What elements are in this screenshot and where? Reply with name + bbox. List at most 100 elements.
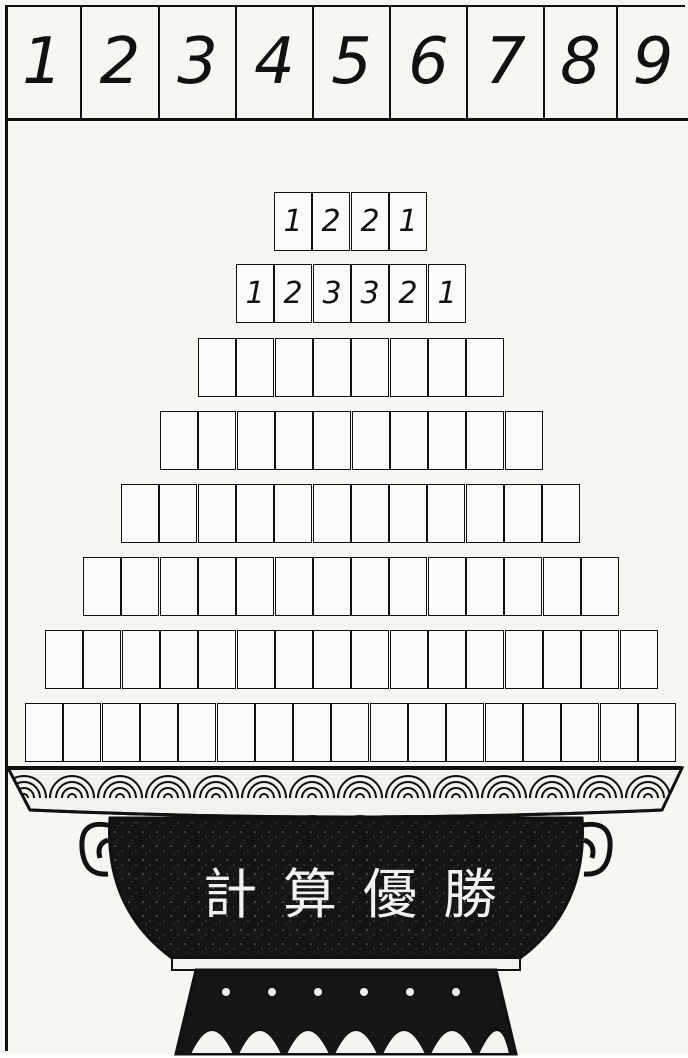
pyramid-cell[interactable] <box>581 630 619 689</box>
pyramid-cell[interactable] <box>274 484 312 543</box>
pyramid-cell[interactable] <box>638 703 676 762</box>
pyramid-cell[interactable]: 1 <box>389 192 427 251</box>
pyramid-cell[interactable] <box>236 338 274 397</box>
pyramid-cell[interactable] <box>293 703 331 762</box>
pyramid-cell[interactable] <box>466 484 504 543</box>
pyramid-cell[interactable] <box>313 557 351 616</box>
pyramid-cell[interactable] <box>351 557 389 616</box>
pyramid-cell[interactable] <box>83 557 121 616</box>
pyramid-cell[interactable] <box>140 703 178 762</box>
pyramid-cell[interactable] <box>313 338 351 397</box>
pyramid-cell[interactable] <box>198 338 236 397</box>
pyramid-row <box>83 557 619 617</box>
left-handle <box>82 824 112 874</box>
pyramid-cell[interactable] <box>620 630 658 689</box>
pyramid-cell[interactable] <box>275 557 313 616</box>
pyramid-cell[interactable]: 2 <box>351 192 389 251</box>
digit-cell: 2 <box>82 5 160 118</box>
pyramid-cell[interactable] <box>466 557 504 616</box>
pyramid-cell[interactable] <box>446 703 484 762</box>
pyramid-cell[interactable] <box>275 630 313 689</box>
pyramid-cell[interactable] <box>160 557 198 616</box>
pyramid-cell[interactable] <box>505 630 543 689</box>
pyramid-cell[interactable] <box>237 630 275 689</box>
pyramid-cell[interactable] <box>390 411 428 470</box>
pyramid-cell[interactable] <box>428 338 466 397</box>
pyramid-cell[interactable] <box>427 484 465 543</box>
pyramid-cell[interactable] <box>390 630 428 689</box>
pyramid-cell[interactable] <box>408 703 446 762</box>
pyramid-cell[interactable] <box>428 411 466 470</box>
pyramid-cell[interactable] <box>237 411 275 470</box>
pyramid-cell[interactable] <box>178 703 216 762</box>
pyramid-cell[interactable]: 2 <box>389 264 427 323</box>
pyramid-cell[interactable]: 2 <box>274 264 312 323</box>
pyramid-cell[interactable] <box>25 703 63 762</box>
pyramid-cell[interactable] <box>504 557 542 616</box>
pyramid-cell[interactable]: 3 <box>313 264 351 323</box>
pyramid-cell[interactable] <box>466 630 504 689</box>
pyramid-cell[interactable] <box>390 338 428 397</box>
pyramid-cell[interactable] <box>600 703 638 762</box>
pyramid-cell[interactable] <box>313 411 351 470</box>
pyramid-cell[interactable] <box>351 484 389 543</box>
pyramid-cell[interactable] <box>63 703 101 762</box>
pyramid-cell[interactable] <box>561 703 599 762</box>
pyramid-cell[interactable] <box>83 630 121 689</box>
pyramid-cell[interactable]: 3 <box>351 264 389 323</box>
pyramid-cell[interactable]: 2 <box>312 192 350 251</box>
pyramid-cell[interactable] <box>160 411 198 470</box>
digit-cell: 8 <box>545 5 618 118</box>
pyramid-cell[interactable] <box>121 484 159 543</box>
pyramid-cell[interactable] <box>351 630 389 689</box>
pyramid-cell[interactable] <box>198 411 236 470</box>
pyramid-cell[interactable] <box>370 703 408 762</box>
base-band <box>172 958 520 970</box>
pyramid-cell[interactable] <box>543 630 581 689</box>
pyramid-cell[interactable] <box>160 630 198 689</box>
pyramid-cell[interactable] <box>428 630 466 689</box>
pyramid-cell[interactable] <box>352 411 390 470</box>
pyramid-cell[interactable] <box>255 703 293 762</box>
pyramid-cell[interactable] <box>505 411 543 470</box>
pyramid-row <box>121 484 581 544</box>
bowl-rim <box>8 768 682 817</box>
digit-strip: 123456789 <box>5 5 688 121</box>
pyramid-cell[interactable] <box>198 484 236 543</box>
pyramid-cell[interactable] <box>45 630 83 689</box>
pyramid-cell[interactable] <box>389 484 427 543</box>
pyramid-cell[interactable] <box>581 557 619 616</box>
pyramid-cell[interactable] <box>389 557 427 616</box>
pyramid-cell[interactable] <box>485 703 523 762</box>
pyramid-cell[interactable] <box>236 484 274 543</box>
pyramid-cell[interactable] <box>122 630 160 689</box>
pyramid-cell[interactable] <box>542 484 580 543</box>
pyramid-cell[interactable] <box>275 338 313 397</box>
pyramid-cell[interactable] <box>466 411 504 470</box>
pyramid-cell[interactable] <box>543 557 581 616</box>
pyramid-cell[interactable] <box>102 703 140 762</box>
pyramid-row <box>25 703 676 763</box>
pyramid-cell[interactable] <box>236 557 274 616</box>
pyramid-cell[interactable] <box>466 338 504 397</box>
pyramid-cell[interactable] <box>198 557 236 616</box>
pyramid-row <box>45 630 658 690</box>
pyramid-cell[interactable] <box>351 338 389 397</box>
pyramid-cell[interactable] <box>313 630 351 689</box>
pyramid-cell[interactable]: 1 <box>274 192 312 251</box>
pyramid-cell[interactable] <box>313 484 351 543</box>
digit-cell: 7 <box>468 5 545 118</box>
pyramid-cell[interactable] <box>121 557 159 616</box>
pyramid-cell[interactable] <box>198 630 236 689</box>
pyramid-cell[interactable] <box>523 703 561 762</box>
pyramid-cell[interactable] <box>428 557 466 616</box>
pyramid-cell[interactable]: 1 <box>428 264 466 323</box>
pyramid-cell[interactable]: 1 <box>236 264 274 323</box>
pyramid-cell[interactable] <box>331 703 369 762</box>
pyramid-cell[interactable] <box>275 411 313 470</box>
pyramid-cell[interactable] <box>159 484 197 543</box>
trophy-bowl-illustration: 計 算 優 勝 <box>0 758 688 1058</box>
pyramid-cell[interactable] <box>217 703 255 762</box>
pyramid-cell[interactable] <box>504 484 542 543</box>
